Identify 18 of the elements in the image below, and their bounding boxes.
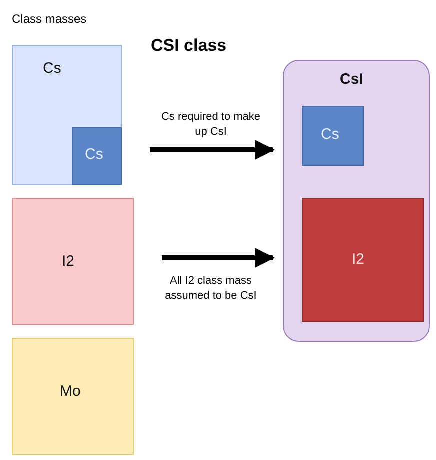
group-heading: CsI: [340, 71, 364, 88]
class-box: [12, 198, 134, 325]
title: CSI class: [151, 36, 227, 56]
class-box: [302, 106, 364, 166]
class-box: [72, 127, 122, 185]
class-box: [302, 198, 424, 322]
class-name: Cs: [43, 60, 62, 77]
class-name: I2: [62, 253, 75, 270]
class-box: [12, 338, 134, 455]
class-name: Cs: [85, 146, 104, 163]
arrow: [162, 248, 275, 268]
arrow: [150, 140, 275, 160]
class-name: I2: [352, 251, 365, 268]
class-name: Mo: [60, 383, 81, 400]
class-box: [12, 45, 122, 185]
class-name: Cs: [321, 126, 340, 143]
group-box: [283, 60, 430, 342]
note: Class masses: [12, 12, 87, 26]
